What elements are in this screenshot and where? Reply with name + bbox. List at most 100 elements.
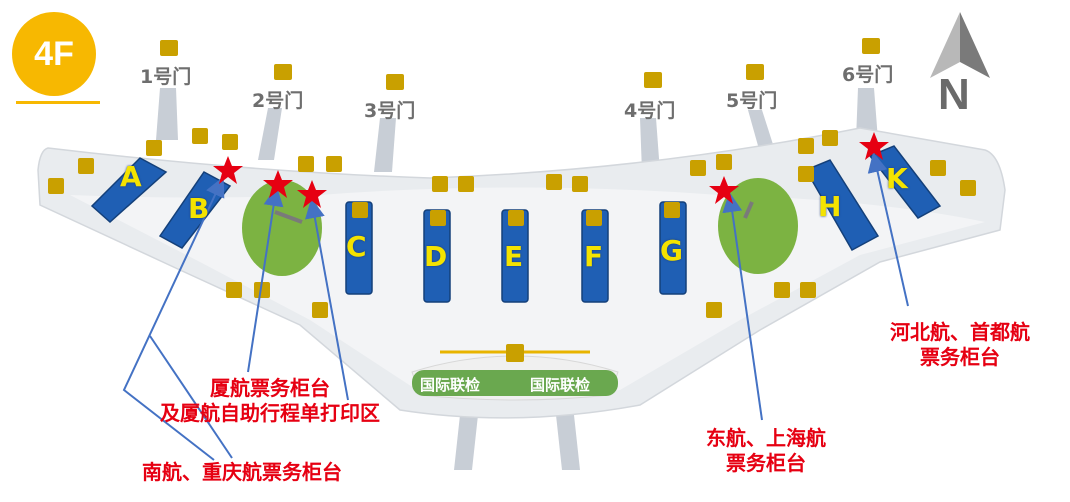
escalator-icon-4 <box>572 176 588 192</box>
luggage-icon-3 <box>774 282 790 298</box>
floor-badge: 4F <box>12 12 96 96</box>
immigration-bar <box>412 370 618 396</box>
arrow-xiamen-2 <box>247 186 284 373</box>
counter-k-shape <box>868 145 942 219</box>
escalator-icon-6 <box>822 130 838 146</box>
elevator-icon-3 <box>458 176 474 192</box>
counter-label-k: K <box>886 162 908 195</box>
gate-label-2: 2号门 <box>252 90 304 112</box>
gate-icon-5 <box>746 64 764 80</box>
callout-eastern: 东航、上海航 票务柜台 <box>676 426 856 476</box>
bridge-6 <box>856 88 878 140</box>
restroom-icon-c <box>312 302 328 318</box>
elevator-icon-2 <box>326 156 342 172</box>
elevator-icon-4 <box>546 174 562 190</box>
north-arrow-right <box>960 12 990 78</box>
immigration-label-right: 国际联检 <box>530 376 591 394</box>
elevator-icon-east <box>960 180 976 196</box>
elevator-icon-1 <box>222 134 238 150</box>
arrow-southern-2 <box>149 335 233 459</box>
restroom-icon-g <box>664 202 680 218</box>
info-icon-e <box>508 210 524 226</box>
no-smoking-icon-immigration <box>506 344 524 362</box>
restroom-icon-h-2 <box>798 166 814 182</box>
gate-label-3: 3号门 <box>364 100 416 122</box>
gate-icon-2 <box>274 64 292 80</box>
gate-bridges <box>156 88 878 470</box>
north-arrow-left <box>930 12 960 78</box>
north-label: N <box>938 70 970 119</box>
escalator-icon-1 <box>192 128 208 144</box>
counters <box>90 145 942 303</box>
floor-underline <box>16 101 100 104</box>
counter-h-shape <box>804 159 880 252</box>
counter-label-h: H <box>818 190 842 223</box>
callout-eastern-line2: 票务柜台 <box>726 451 806 475</box>
facility-icons <box>48 38 976 362</box>
counter-stars <box>213 132 889 208</box>
restroom-icon-c-top <box>352 202 368 218</box>
star-2a <box>263 170 293 198</box>
restroom-icon-f <box>586 210 602 226</box>
callout-hebei-line2: 票务柜台 <box>920 345 1000 369</box>
floor-label: 4F <box>34 34 74 73</box>
callout-hebei: 河北航、首都航 票务柜台 <box>870 320 1050 370</box>
counter-label-a: A <box>120 160 142 193</box>
counter-label-b: B <box>188 192 210 225</box>
restroom-icon-g-bottom <box>706 302 722 318</box>
counter-label-g: G <box>660 234 683 267</box>
callout-southern: 南航、重庆航票务柜台 <box>112 460 372 485</box>
arrow-eastern <box>722 192 763 421</box>
luggage-icon-2 <box>254 282 270 298</box>
restroom-icon-h <box>798 138 814 154</box>
arrow-southern-1 <box>122 176 225 461</box>
gate-label-6: 6号门 <box>842 64 894 86</box>
counter-label-c: C <box>346 230 367 263</box>
garden-left <box>242 180 322 276</box>
escalator-icon-5 <box>716 154 732 170</box>
bridge-4 <box>640 118 660 172</box>
star-2b <box>297 180 327 208</box>
callout-xiamen: 厦航票务柜台 及厦航自助行程单打印区 <box>120 376 420 426</box>
gate-icon-1 <box>160 40 178 56</box>
callout-xiamen-line1: 厦航票务柜台 <box>210 376 330 400</box>
escalator-icon-2 <box>298 156 314 172</box>
bridge-2 <box>258 108 282 160</box>
elevator-icon-5 <box>690 160 706 176</box>
restroom-icon-west <box>48 178 64 194</box>
counter-label-e: E <box>504 240 524 273</box>
garden-left-path <box>274 210 303 224</box>
restroom-icon-east <box>930 160 946 176</box>
gate-icon-3 <box>386 74 404 90</box>
counter-a-shape <box>90 157 168 224</box>
no-smoking-icon-d <box>430 210 446 226</box>
bridge-1 <box>156 88 178 140</box>
callout-eastern-line1: 东航、上海航 <box>706 426 826 450</box>
restroom-icon-a <box>146 140 162 156</box>
bridge-3 <box>374 118 396 172</box>
garden-right-path <box>743 201 754 219</box>
luggage-icon-4 <box>800 282 816 298</box>
callout-arrows <box>122 152 909 461</box>
gate-label-1: 1号门 <box>140 66 192 88</box>
immigration-label-left: 国际联检 <box>420 376 481 394</box>
gate-icon-6 <box>862 38 880 54</box>
arrow-xiamen-1 <box>305 198 349 401</box>
star-g <box>709 176 739 204</box>
luggage-icon-1 <box>226 282 242 298</box>
lower-bridge-right <box>556 415 580 470</box>
callout-xiamen-line2: 及厦航自助行程单打印区 <box>160 401 380 425</box>
counter-label-f: F <box>584 240 604 273</box>
gate-label-4: 4号门 <box>624 100 676 122</box>
star-b <box>213 156 243 184</box>
callout-southern-line: 南航、重庆航票务柜台 <box>142 460 342 484</box>
arrow-hebei <box>867 152 909 307</box>
lower-bridge-left <box>454 415 478 470</box>
gate-label-5: 5号门 <box>726 90 778 112</box>
callout-hebei-line1: 河北航、首都航 <box>890 320 1030 344</box>
star-k <box>859 132 889 160</box>
restroom-icon-west-2 <box>78 158 94 174</box>
escalator-icon-3 <box>432 176 448 192</box>
